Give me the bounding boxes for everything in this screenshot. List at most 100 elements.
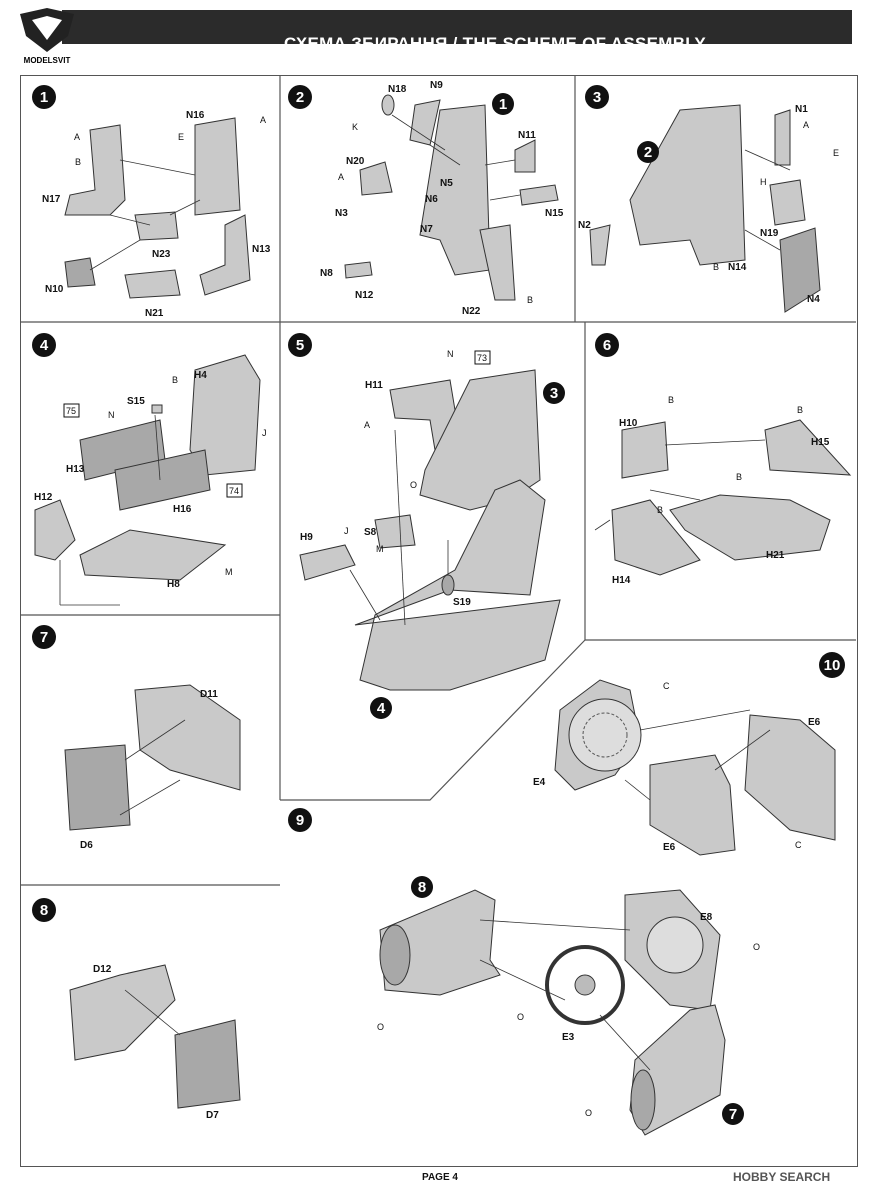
page-number: PAGE 4: [422, 1172, 458, 1183]
svg-text:4: 4: [377, 700, 386, 717]
svg-text:74: 74: [229, 486, 239, 496]
glue-markers: A B E A K A B A E H B B N J M N A O J M …: [74, 115, 839, 1118]
svg-text:O: O: [410, 480, 417, 490]
step-badge-6: [595, 333, 619, 357]
label-D12: D12: [93, 964, 112, 975]
svg-text:8: 8: [418, 879, 426, 896]
svg-text:B: B: [75, 157, 81, 167]
svg-text:B: B: [527, 295, 533, 305]
step9-parts: E8 E3 8 7: [379, 876, 744, 1136]
label-N23: N23: [152, 249, 171, 260]
svg-text:7: 7: [729, 1106, 737, 1123]
svg-text:75: 75: [66, 406, 76, 416]
label-E3: E3: [562, 1032, 575, 1043]
step-markers: 1 2 3 4 5 6 7 9 8 10: [32, 85, 845, 922]
label-N16: N16: [186, 110, 205, 121]
label-N12: N12: [355, 290, 374, 301]
svg-text:J: J: [344, 526, 349, 536]
label-H12: H12: [34, 492, 53, 503]
label-N20: N20: [346, 156, 365, 167]
page-title: СХЕМА ЗБИРАННЯ / THE SCHEME OF ASSEMBLY: [283, 34, 707, 53]
label-N4: N4: [807, 294, 820, 305]
svg-text:1: 1: [499, 96, 507, 113]
svg-text:B: B: [657, 505, 663, 515]
step-badge-10: [819, 652, 845, 678]
label-N3: N3: [335, 208, 348, 219]
label-E8: E8: [700, 912, 713, 923]
svg-text:A: A: [338, 172, 344, 182]
panel-dividers: [20, 75, 856, 886]
svg-text:10: 10: [824, 657, 841, 674]
svg-text:7: 7: [40, 629, 48, 646]
svg-text:C: C: [795, 840, 802, 850]
step-badge-3: [585, 85, 609, 109]
svg-text:B: B: [736, 472, 742, 482]
label-H16: H16: [173, 504, 192, 515]
svg-text:O: O: [517, 1012, 524, 1022]
label-N10: N10: [45, 284, 64, 295]
step-badge-9: [288, 808, 312, 832]
title-banner: [62, 10, 852, 44]
label-H4: H4: [194, 370, 207, 381]
svg-text:A: A: [260, 115, 266, 125]
svg-text:A: A: [803, 120, 809, 130]
label-N15: N15: [545, 208, 564, 219]
step10-parts: E6 E4 E6: [533, 679, 836, 856]
label-D6: D6: [80, 840, 93, 851]
label-H13: H13: [66, 464, 85, 475]
label-H10: H10: [619, 418, 638, 429]
label-N8: N8: [320, 268, 333, 279]
svg-text:2: 2: [644, 144, 652, 161]
svg-text:73: 73: [477, 353, 487, 363]
label-N1: N1: [795, 104, 808, 115]
svg-text:A: A: [364, 420, 370, 430]
label-D7: D7: [206, 1110, 219, 1121]
svg-text:C: C: [663, 681, 670, 691]
svg-text:E: E: [178, 132, 184, 142]
label-N11: N11: [518, 130, 536, 141]
svg-text:3: 3: [593, 89, 601, 106]
svg-text:B: B: [668, 395, 674, 405]
svg-text:8: 8: [40, 902, 48, 919]
label-N22: N22: [462, 306, 481, 317]
label-E6-bottom: E6: [663, 842, 676, 853]
svg-text:J: J: [262, 428, 267, 438]
step-badge-8: [32, 898, 56, 922]
step8-parts: D12 D7: [69, 964, 241, 1121]
label-N7: N7: [420, 224, 433, 235]
label-H9: H9: [300, 532, 313, 543]
step2-parts: N18 N9 N11 N20 N5 N6 N15 N3 N7 N8 N12 N2…: [320, 80, 564, 317]
svg-text:3: 3: [550, 385, 558, 402]
svg-text:N: N: [447, 349, 454, 359]
label-N19: N19: [760, 228, 779, 239]
svg-text:B: B: [797, 405, 803, 415]
step3-parts: N1 N2 N19 N14 N4 2: [578, 104, 821, 313]
label-E4: E4: [533, 777, 546, 788]
svg-text:O: O: [753, 942, 760, 952]
label-N18: N18: [388, 84, 407, 95]
label-S8: S8: [364, 527, 377, 538]
modelsvit-logo: MODELSVIT: [12, 6, 82, 74]
label-N13: N13: [252, 244, 271, 255]
svg-text:9: 9: [296, 812, 304, 829]
label-N17: N17: [42, 194, 61, 205]
label-N21: N21: [145, 308, 164, 319]
step7-parts: D11 D6: [64, 684, 241, 851]
label-H14: H14: [612, 575, 631, 586]
label-N5: N5: [440, 178, 453, 189]
step-badge-1: [32, 85, 56, 109]
svg-text:6: 6: [603, 337, 611, 354]
svg-text:4: 4: [40, 337, 49, 354]
label-S19: S19: [453, 597, 471, 608]
step-badge-4: [32, 333, 56, 357]
step6-parts: H10 H15 H21 H14: [594, 418, 852, 586]
step1-parts: N16 N17 N23 N13 N10 N21: [42, 110, 271, 319]
svg-text:B: B: [172, 375, 178, 385]
svg-text:N: N: [108, 410, 115, 420]
svg-text:E: E: [833, 148, 839, 158]
assembly-frame: [20, 75, 858, 1167]
svg-text:B: B: [713, 262, 719, 272]
label-H8: H8: [167, 579, 180, 590]
step5-parts: H11 S8 H9 S19 73 3 4: [299, 350, 565, 719]
